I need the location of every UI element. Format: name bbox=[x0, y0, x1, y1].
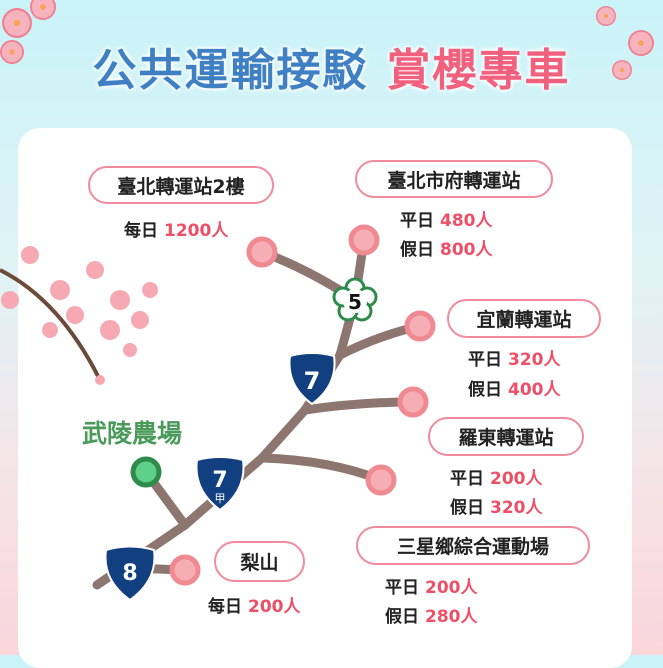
route-7-shield: 7 bbox=[288, 352, 336, 406]
stat-value: 280人 bbox=[425, 607, 478, 627]
station-node[interactable] bbox=[169, 554, 201, 586]
title-part1: 公共運輸接駁 bbox=[92, 45, 369, 96]
stat-label: 平日 bbox=[450, 469, 484, 489]
station-stat: 平日 480人 bbox=[400, 206, 493, 231]
station-stat: 假日 400人 bbox=[468, 375, 561, 400]
page-title: 公共運輸接駁賞櫻專車 bbox=[0, 34, 663, 98]
stat-value: 200人 bbox=[490, 469, 543, 489]
stat-value: 1200人 bbox=[164, 221, 229, 241]
station-name: 宜蘭轉運站 bbox=[476, 309, 572, 331]
station-pill-sanxing[interactable]: 三星鄉綜合運動場 bbox=[356, 526, 590, 565]
stat-value: 800人 bbox=[440, 240, 493, 260]
station-node[interactable] bbox=[246, 236, 278, 268]
cherry-blossom-decoration bbox=[30, 0, 56, 20]
station-stat: 假日 800人 bbox=[400, 235, 493, 260]
stat-label: 每日 bbox=[208, 597, 242, 617]
stat-value: 7 bbox=[304, 367, 321, 395]
station-node[interactable] bbox=[365, 464, 397, 496]
route-8-shield: 8 bbox=[104, 545, 156, 602]
cherry-blossom-decoration bbox=[596, 6, 616, 26]
stat-value: 5 bbox=[348, 290, 362, 314]
station-stat: 每日 200人 bbox=[208, 592, 301, 617]
stat-value: 200人 bbox=[425, 578, 478, 598]
stat-value: 400人 bbox=[508, 380, 561, 400]
station-stat: 平日 320人 bbox=[468, 345, 561, 370]
cherry-branch bbox=[0, 246, 158, 385]
stat-value: 甲 bbox=[215, 492, 226, 505]
station-name: 臺北市府轉運站 bbox=[387, 169, 521, 192]
station-stat: 假日 280人 bbox=[385, 602, 478, 627]
station-node[interactable] bbox=[348, 224, 380, 256]
destination-node[interactable] bbox=[130, 456, 162, 488]
station-node[interactable] bbox=[404, 310, 436, 342]
stat-label: 平日 bbox=[468, 350, 502, 370]
cherry-blossom-decoration bbox=[0, 40, 24, 64]
cherry-blossom-decoration bbox=[628, 30, 654, 56]
stat-label: 平日 bbox=[400, 211, 434, 231]
stat-label: 假日 bbox=[450, 498, 484, 518]
cherry-blossom-decoration bbox=[2, 8, 32, 38]
stat-label: 每日 bbox=[124, 221, 158, 241]
route-7a-shield: 7 甲 bbox=[195, 456, 245, 512]
stat-value: 7 bbox=[212, 468, 227, 493]
stat-label: 假日 bbox=[468, 380, 502, 400]
title-part2: 賞櫻專車 bbox=[386, 45, 571, 96]
stat-label: 假日 bbox=[385, 607, 419, 627]
destination-label: 武陵農場 bbox=[82, 419, 183, 448]
route-5-shield: 5 bbox=[332, 277, 378, 322]
station-name: 三星鄉綜合運動場 bbox=[396, 536, 549, 558]
stat-value: 8 bbox=[122, 561, 137, 586]
station-name: 臺北轉運站2樓 bbox=[117, 175, 245, 198]
station-pill-luodong[interactable]: 羅東轉運站 bbox=[428, 417, 584, 456]
station-pill-lishan[interactable]: 梨山 bbox=[214, 541, 305, 582]
station-stat: 每日 1200人 bbox=[124, 216, 228, 241]
station-node[interactable] bbox=[397, 386, 429, 418]
stat-value: 200人 bbox=[248, 597, 301, 617]
station-stat: 平日 200人 bbox=[385, 573, 478, 598]
station-stat: 平日 200人 bbox=[450, 464, 543, 489]
stat-value: 320人 bbox=[490, 498, 543, 518]
station-pill-taipei-bus-station[interactable]: 臺北轉運站2樓 bbox=[88, 166, 274, 204]
stat-value: 320人 bbox=[508, 350, 561, 370]
station-name: 梨山 bbox=[240, 552, 279, 574]
stat-label: 假日 bbox=[400, 240, 434, 260]
station-pill-yilan[interactable]: 宜蘭轉運站 bbox=[447, 299, 601, 338]
cherry-blossom-decoration bbox=[612, 60, 632, 80]
stat-label: 平日 bbox=[385, 578, 419, 598]
stat-value: 480人 bbox=[440, 211, 493, 231]
station-stat: 假日 320人 bbox=[450, 493, 543, 518]
station-name: 羅東轉運站 bbox=[458, 427, 554, 449]
station-pill-taipei-city-hall[interactable]: 臺北市府轉運站 bbox=[355, 160, 553, 198]
